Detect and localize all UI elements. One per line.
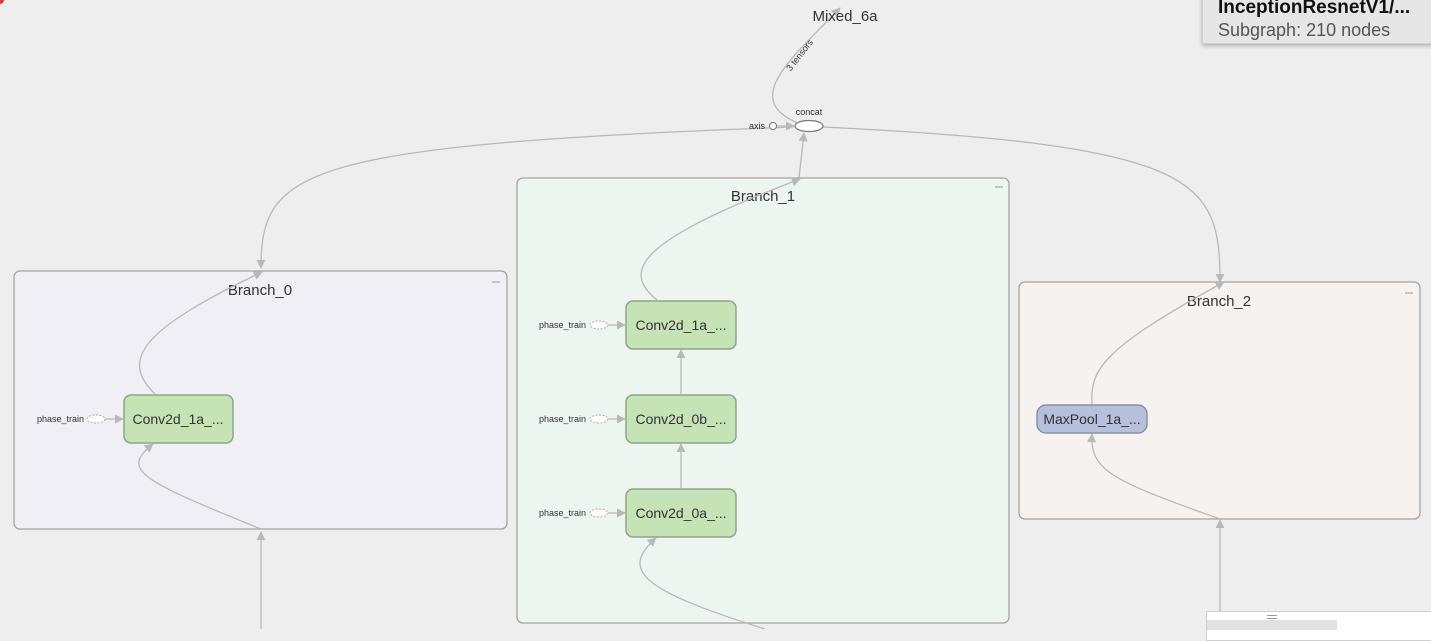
- branch-0-group[interactable]: Branch_0 phase_train Conv2d_1a_...: [13, 270, 508, 530]
- minimap-handle-icon[interactable]: [1267, 615, 1277, 619]
- edge-label-tensors: 3 tensors: [784, 37, 815, 73]
- info-card-subtitle: Subgraph: 210 nodes: [1218, 20, 1391, 40]
- branch-1-node-conv2d-1a[interactable]: Conv2d_1a_...: [625, 300, 737, 350]
- node-mixed6a[interactable]: Mixed_6a: [812, 8, 878, 25]
- edge-b1-in: [639, 537, 766, 629]
- branch-0-conv2d-1a-label: Conv2d_1a_...: [132, 411, 223, 427]
- axis-node[interactable]: [769, 122, 777, 130]
- branch-1-phase-train-label-2: phase_train: [539, 414, 586, 424]
- branch-2-node-maxpool-1a[interactable]: MaxPool_1a_...: [1036, 404, 1148, 434]
- branch-2-maxpool-1a-label: MaxPool_1a_...: [1043, 411, 1140, 427]
- branch-1-group[interactable]: Branch_1 phase_train Conv2d_1a_... phase…: [516, 177, 1010, 629]
- edge-branch1-concat: [798, 132, 808, 179]
- concat-node[interactable]: [794, 119, 824, 133]
- window-corner-indicator: [0, 0, 4, 4]
- branch-1-conv2d-0a-label: Conv2d_0a_...: [635, 505, 726, 521]
- branch-2-title: Branch_2: [1187, 293, 1251, 310]
- axis-label: axis: [749, 121, 766, 131]
- branch-1-phase-train-label-3: phase_train: [539, 508, 586, 518]
- concat-label: concat: [796, 107, 823, 117]
- branch-1-conv2d-0b-label: Conv2d_0b_...: [635, 411, 726, 427]
- branch-1-phase-train-node-1[interactable]: [589, 320, 609, 330]
- edge-branch2-concat: [821, 126, 1225, 283]
- branch-0-node-conv2d-1a[interactable]: Conv2d_1a_...: [123, 394, 234, 444]
- edge-b1-out: [640, 177, 801, 301]
- branch-2-group[interactable]: Branch_2 MaxPool_1a_...: [1018, 281, 1421, 520]
- edge-b2-out: [1091, 281, 1225, 406]
- branch-0-title: Branch_0: [228, 282, 292, 299]
- branch-1-phase-train-label-1: phase_train: [539, 320, 586, 330]
- edge-b0-in: [138, 443, 262, 530]
- branch-1-conv2d-1a-label: Conv2d_1a_...: [635, 317, 726, 333]
- branch-0-phase-train-label: phase_train: [37, 414, 84, 424]
- edge-mixed6a-concat: [771, 7, 841, 125]
- branch-1-phase-train-node-3[interactable]: [589, 508, 609, 518]
- info-card-title: InceptionResnetV1/...: [1218, 0, 1411, 18]
- branch-1-node-conv2d-0a[interactable]: Conv2d_0a_...: [625, 488, 737, 538]
- node-info-card[interactable]: InceptionResnetV1/... Subgraph: 210 node…: [1202, 0, 1431, 44]
- edge-b0-out: [138, 271, 263, 395]
- edge-branch0-concat: [256, 126, 794, 269]
- branch-0-phase-train-node[interactable]: [86, 414, 106, 424]
- minimap[interactable]: [1206, 611, 1431, 641]
- minimap-viewport[interactable]: [1207, 620, 1337, 630]
- edge-b2-in: [1087, 433, 1221, 520]
- branch-1-node-conv2d-0b[interactable]: Conv2d_0b_...: [625, 394, 737, 444]
- branch-1-phase-train-node-2[interactable]: [589, 414, 609, 424]
